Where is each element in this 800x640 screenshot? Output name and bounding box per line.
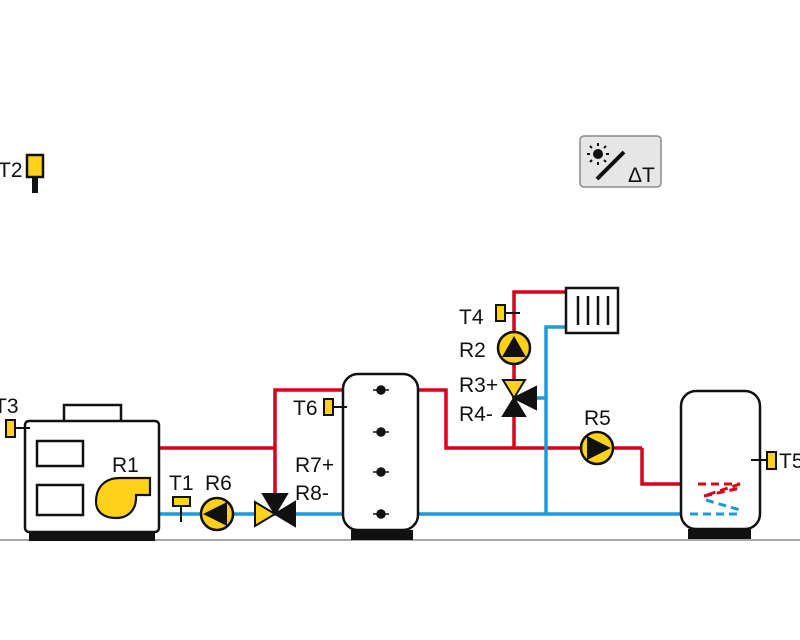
mixing-valve-r7-r8: R7+ R8- (254, 454, 334, 528)
valve-r8-label: R8- (295, 482, 329, 505)
sensor-t4-label: T4 (459, 306, 484, 329)
sensor-t6: T6 (293, 397, 347, 420)
buffer-outflow-pipe (418, 388, 642, 450)
sensor-t5: T5 (751, 450, 800, 473)
delta-t-label: ΔT (628, 164, 655, 187)
mixing-valve-r3-r4: R3+ R4- (459, 374, 537, 426)
sensor-t2: T2 (0, 153, 45, 193)
sensor-t3-label: T3 (0, 395, 19, 418)
radiator-return-pipe (544, 325, 566, 514)
heat-exchanger-coil (690, 482, 741, 516)
fan-r1-label: R1 (112, 454, 139, 477)
sensor-t1-label: T1 (169, 472, 194, 495)
dhw-supply-pipe (640, 448, 698, 486)
pump-r6-label: R6 (205, 472, 232, 495)
sensor-t3: T3 (0, 395, 30, 438)
pump-r5-label: R5 (584, 407, 611, 430)
dhw-tank (679, 389, 762, 539)
buffer-tank (341, 372, 420, 540)
pump-r6: R6 (199, 472, 235, 532)
radiator-icon (564, 286, 620, 335)
control-panel-icon: ΔT (579, 135, 662, 188)
blower-fan-icon (94, 476, 152, 520)
cold-pipes (160, 325, 690, 516)
sensor-t1: T1 (169, 472, 194, 522)
sensor-t2-label: T2 (0, 159, 23, 182)
supply-riser-pipe (273, 388, 343, 512)
sensor-t5-label: T5 (779, 450, 800, 473)
sensor-t6-label: T6 (293, 397, 318, 420)
heating-riser-pipe (512, 290, 566, 448)
valve-r4-label: R4- (459, 403, 493, 426)
pump-r2: R2 (459, 330, 532, 366)
valve-r3-label: R3+ (459, 374, 498, 397)
valve-r7-label: R7+ (295, 454, 334, 477)
pump-r5: R5 (579, 407, 615, 466)
pump-r2-label: R2 (459, 339, 486, 362)
sensor-t4: T4 (459, 304, 520, 329)
boiler: R1 (23, 403, 161, 541)
